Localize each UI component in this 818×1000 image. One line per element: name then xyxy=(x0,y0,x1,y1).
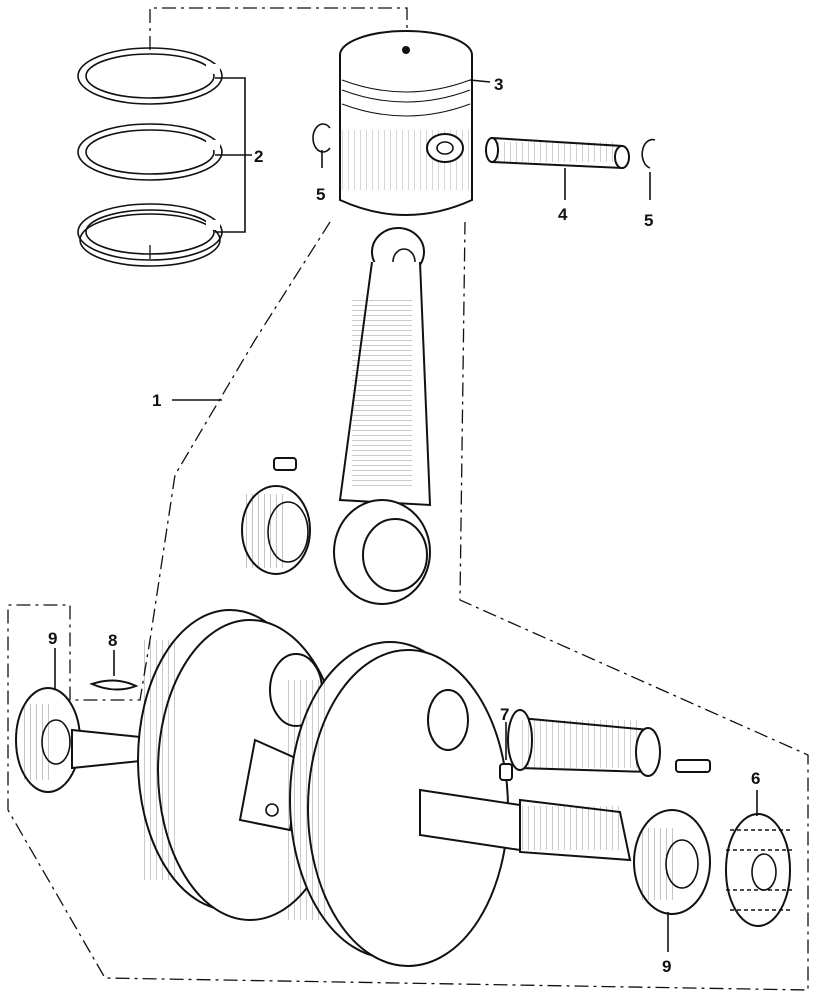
callout-9-right: 9 xyxy=(662,957,671,976)
crank-pin xyxy=(507,709,711,777)
callout-7: 7 xyxy=(500,705,509,724)
callout-5-left: 5 xyxy=(316,185,325,204)
callout-3: 3 xyxy=(494,75,503,94)
piston-ring-middle xyxy=(77,123,223,181)
callout-1: 1 xyxy=(152,391,161,410)
callout-2: 2 xyxy=(254,147,263,166)
piston-pin-clips xyxy=(312,123,656,200)
callout-8: 8 xyxy=(108,631,117,650)
right-ball-bearing xyxy=(633,809,711,952)
callout-4: 4 xyxy=(558,205,568,224)
left-ball-bearing xyxy=(15,648,81,793)
connecting-rod xyxy=(333,227,432,605)
callout-6: 6 xyxy=(751,769,760,788)
callout-5-right: 5 xyxy=(644,211,653,230)
dowel-pin xyxy=(499,722,513,781)
right-crank-flywheel xyxy=(288,641,521,967)
piston-ring-top xyxy=(77,47,223,105)
needle-bearing xyxy=(241,457,311,575)
timing-gear xyxy=(725,790,792,927)
woodruff-key xyxy=(89,650,139,691)
callout-9-left: 9 xyxy=(48,629,57,648)
piston-pin xyxy=(485,136,630,200)
piston-rings xyxy=(77,47,252,267)
piston xyxy=(339,30,491,216)
crankshaft-right-shaft xyxy=(519,798,632,862)
